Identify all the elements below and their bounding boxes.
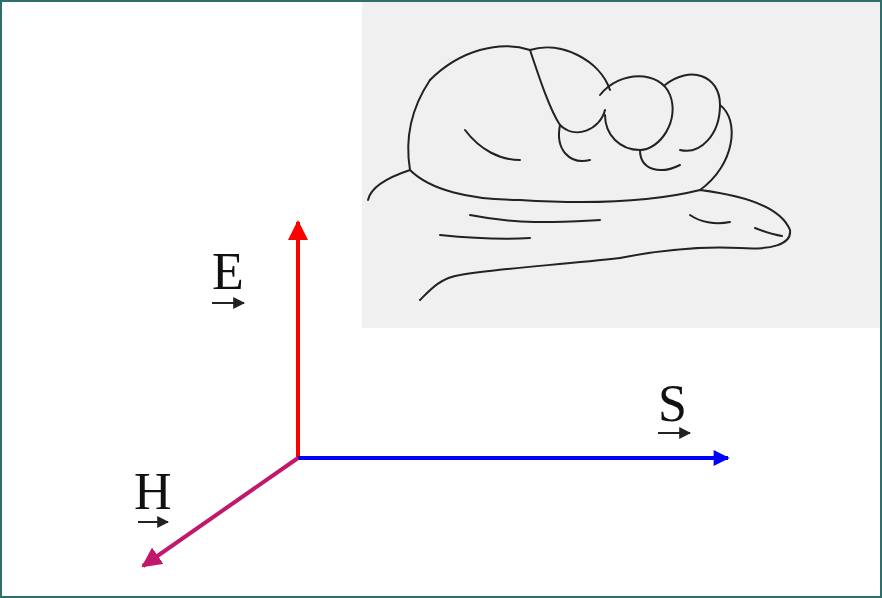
hand-panel bbox=[362, 2, 880, 328]
vector-label: E bbox=[212, 246, 244, 298]
vector-underline bbox=[138, 521, 168, 523]
vector-label: S bbox=[658, 378, 687, 430]
e-vector bbox=[296, 222, 300, 458]
vector-underline bbox=[658, 432, 690, 434]
vector-underline bbox=[212, 302, 244, 304]
vector-label: H bbox=[134, 466, 172, 518]
s-vector bbox=[298, 456, 728, 460]
hand-sketch bbox=[368, 46, 790, 300]
